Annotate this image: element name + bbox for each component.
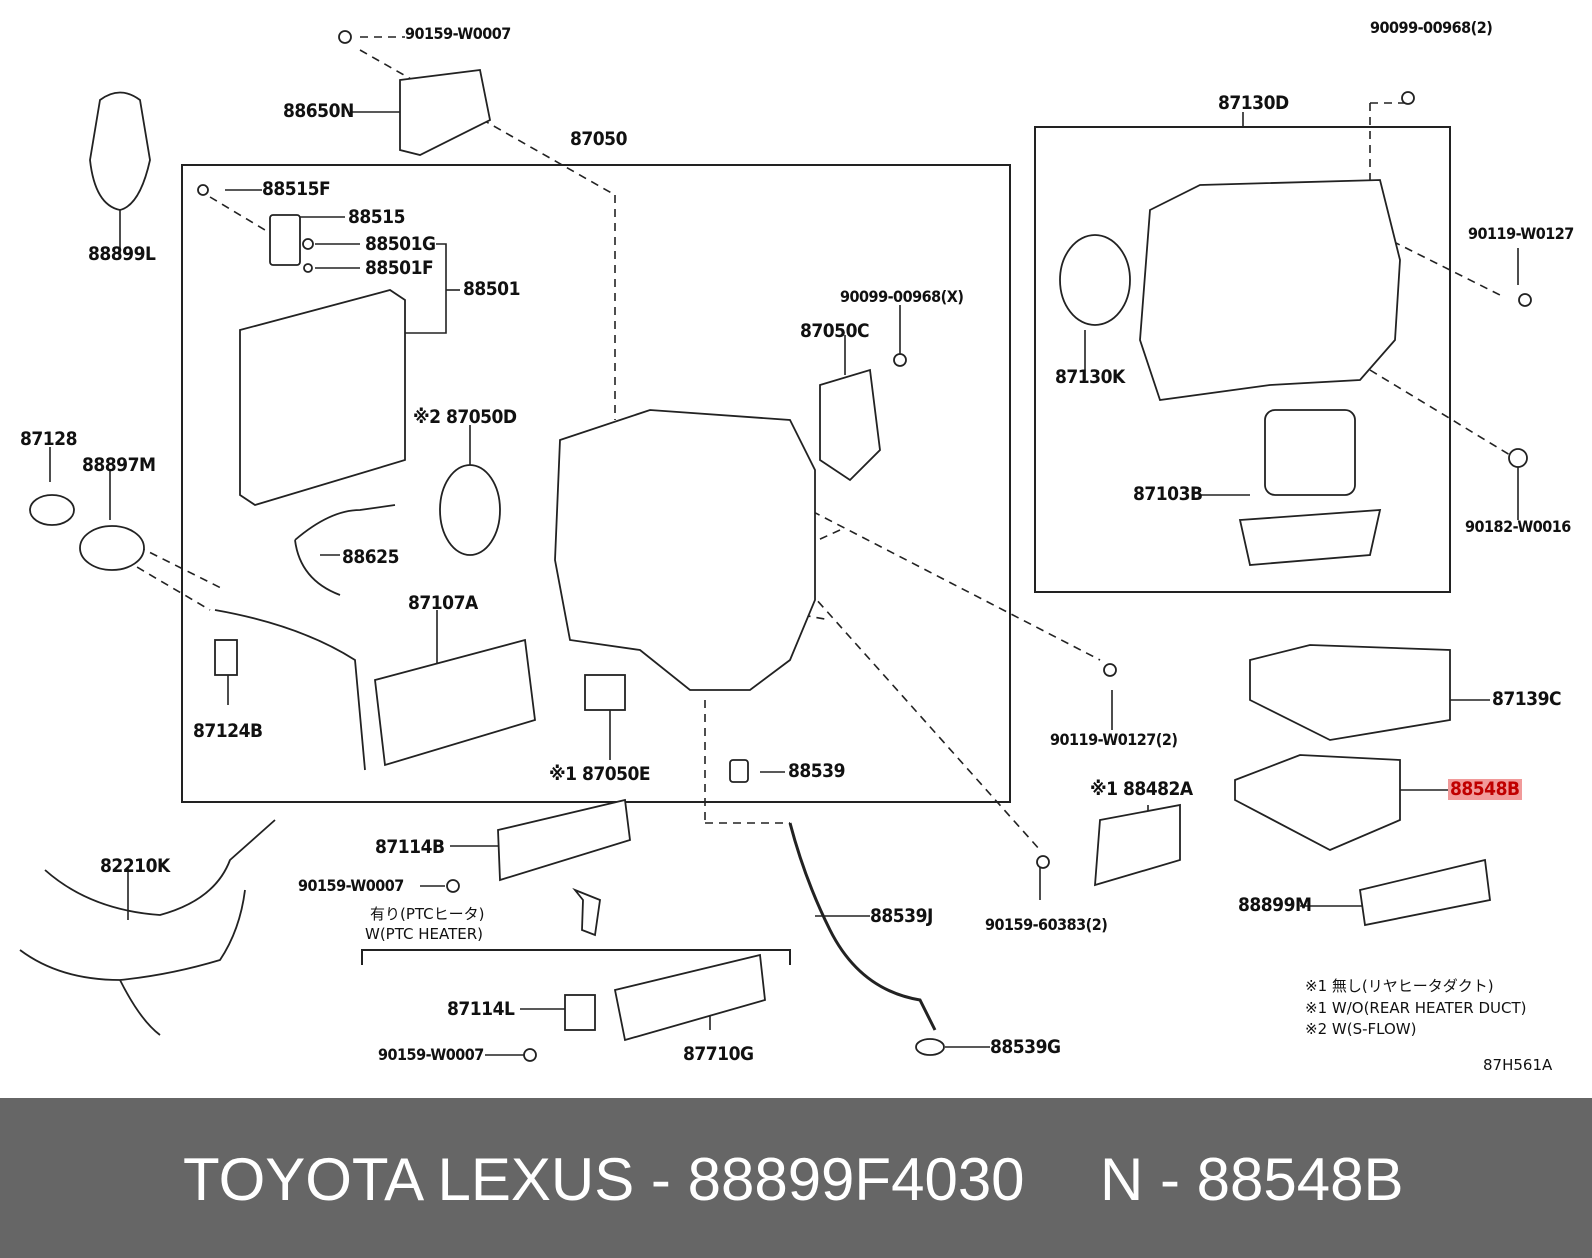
label-88501g: 88501G: [365, 233, 436, 255]
heater-core-shape: [374, 638, 536, 767]
evaporator-shape: [239, 289, 406, 506]
frame-88548b-shape: [1234, 754, 1401, 851]
label-90159-w0007-mid: 90159-W0007: [298, 876, 404, 895]
blower-case-shape: [1139, 179, 1401, 401]
label-90159-w0007-top: 90159-W0007: [405, 24, 511, 43]
legend-line-3: ※2 W(S-FLOW): [1305, 1020, 1417, 1038]
label-87124b: 87124B: [193, 720, 263, 742]
label-88501: 88501: [463, 278, 520, 300]
ptc-heater-shape: [497, 798, 631, 882]
label-90119-w0127: 90119-W0127: [1468, 224, 1574, 243]
legend-line-2: ※1 W/O(REAR HEATER DUCT): [1305, 999, 1527, 1017]
label-87050: 87050: [570, 128, 627, 150]
label-88899m: 88899M: [1238, 894, 1312, 916]
label-87107a: 87107A: [408, 592, 478, 614]
label-87128: 87128: [20, 428, 77, 450]
label-88539g: 88539G: [990, 1036, 1061, 1058]
label-88482a: ※1 88482A: [1090, 778, 1193, 800]
label-90119-w0127-2: 90119-W0127(2): [1050, 730, 1178, 749]
label-87710g: 87710G: [683, 1043, 754, 1065]
ptc-note-jp: 有り(PTCヒータ): [370, 905, 485, 923]
label-87114b: 87114B: [375, 836, 445, 858]
ptc-note-en: W(PTC HEATER): [365, 925, 484, 943]
legend-line-1: ※1 無し(リヤヒータダクト): [1305, 977, 1494, 995]
label-87139c: 87139C: [1492, 688, 1562, 710]
label-88897m: 88897M: [82, 454, 156, 476]
label-88515: 88515: [348, 206, 405, 228]
label-87050c: 87050C: [800, 320, 870, 342]
footer-brand-part-number: TOYOTA LEXUS - 88899F4030: [183, 1146, 1025, 1213]
label-87103b: 87103B: [1133, 483, 1203, 505]
label-88501f: 88501F: [365, 257, 434, 279]
label-87050d: ※2 87050D: [413, 406, 517, 428]
label-88625: 88625: [342, 546, 399, 568]
label-88515f: 88515F: [262, 178, 331, 200]
main-assembly-box: [181, 164, 1011, 803]
label-90159-w0007-bot: 90159-W0007: [378, 1045, 484, 1064]
blower-motor-shape: [1264, 409, 1356, 496]
filter-87139c-shape: [1249, 644, 1451, 741]
label-90099-00968-2: 90099-00968(2): [1370, 18, 1493, 37]
label-87130k: 87130K: [1055, 366, 1125, 388]
footer-diagram-code: N - 88548B: [1100, 1146, 1404, 1213]
label-87114l: 87114L: [447, 998, 515, 1020]
label-90182-w0016: 90182-W0016: [1465, 517, 1571, 536]
hvac-case-shape: [554, 409, 816, 691]
label-87130d: 87130D: [1218, 92, 1289, 114]
label-88539j: 88539J: [870, 905, 933, 927]
footer-bar: TOYOTA LEXUS - 88899F4030 N - 88548B: [0, 1098, 1592, 1258]
cover-88899l-shape: [89, 91, 151, 211]
label-88650n: 88650N: [283, 100, 354, 122]
label-82210k: 82210K: [100, 855, 170, 877]
bracket-88650n-shape: [399, 69, 492, 156]
parts-diagram: 90159-W0007 90099-00968(2) 88650N 87050 …: [19, 18, 1575, 1074]
drawing-code: 87H561A: [1483, 1056, 1553, 1074]
label-88539: 88539: [788, 760, 845, 782]
label-90159-60383-2: 90159-60383(2): [985, 915, 1108, 934]
diagram-drawing: [19, 30, 1532, 1062]
label-88548b-highlighted: 88548B: [1448, 778, 1522, 800]
label-90099-00968-x: 90099-00968(X): [840, 287, 964, 306]
label-88899l: 88899L: [88, 243, 156, 265]
label-87050e: ※1 87050E: [549, 763, 651, 785]
ptc-bracket: [361, 949, 791, 965]
